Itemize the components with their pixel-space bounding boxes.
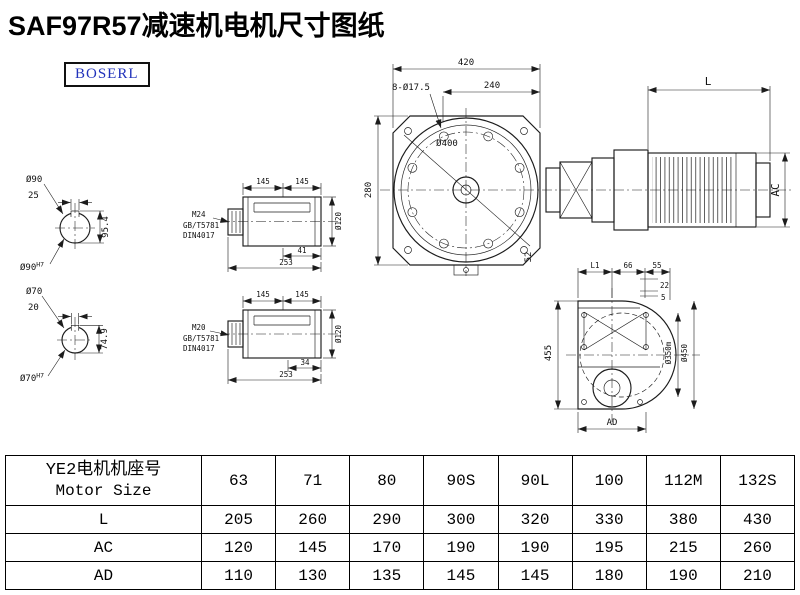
- dim-value-cell: 380: [645, 505, 721, 534]
- dim-52-label: 52: [524, 252, 534, 263]
- motor-size-label-en: Motor Size: [55, 481, 152, 500]
- dim-value-cell: 130: [275, 561, 351, 590]
- shaft-end-view-70: Ø70 20 74.9 Ø70H7: [20, 286, 110, 384]
- dim-value-cell: 120: [200, 533, 277, 562]
- dim-value-cell: 190: [423, 533, 499, 562]
- dim-74-9-label: 74.9: [100, 328, 110, 350]
- dim-value-cell: 330: [571, 505, 647, 534]
- row-label-AC: AC: [5, 533, 202, 562]
- dim-value-cell: 145: [423, 561, 499, 590]
- dim-d90-label: Ø90: [26, 174, 42, 185]
- bore-d70h7-label: Ø70H7: [20, 372, 44, 385]
- dim-d350-label: Ø350m: [664, 341, 673, 364]
- boserl-logo-text: BOSERL: [75, 66, 139, 82]
- motor-size-label-cn: YE2电机机座号: [45, 461, 162, 481]
- dim-d70-label: Ø70: [26, 286, 42, 297]
- dim-20-label: 20: [28, 303, 39, 313]
- dim-value-cell: 135: [349, 561, 425, 590]
- std-din-top-label: DIN4017: [183, 231, 215, 240]
- dim-value-cell: 430: [719, 505, 796, 534]
- row-label-L: L: [5, 505, 202, 534]
- side-view: L1 66 55 22 5 455 Ø350m Ø450 AD: [544, 261, 700, 433]
- table-header-row: YE2电机机座号 Motor Size 63 71 80 90S 90L 100…: [5, 455, 796, 506]
- dim-22-label: 22: [660, 281, 669, 290]
- dimension-table: YE2电机机座号 Motor Size 63 71 80 90S 90L 100…: [5, 455, 796, 590]
- dim-280-label: 280: [364, 182, 374, 198]
- dim-145b-label: 145: [295, 177, 309, 186]
- dim-L1-label: L1: [590, 261, 599, 270]
- dim-value-cell: 260: [275, 505, 351, 534]
- dim-value-cell: 190: [645, 561, 721, 590]
- size-col-header: 90L: [497, 455, 573, 506]
- std-gb-bottom-label: GB/T5781: [183, 334, 219, 343]
- size-col-header: 90S: [423, 455, 499, 506]
- boserl-logo: BOSERL: [64, 62, 150, 87]
- dim-L-label: L: [705, 75, 712, 88]
- dim-5-label: 5: [661, 293, 666, 302]
- holes-label: 8-Ø17.5: [392, 82, 430, 93]
- dim-d120-top-label: Ø120: [334, 211, 343, 230]
- dim-value-cell: 290: [349, 505, 425, 534]
- dim-value-cell: 320: [497, 505, 573, 534]
- dim-value-cell: 195: [571, 533, 647, 562]
- table-row-L: L 205 260 290 300 320 330 380 430: [5, 505, 796, 534]
- dim-66-label: 66: [623, 261, 633, 270]
- table-row-AD: AD 110 130 135 145 145 180 190 210: [5, 561, 796, 590]
- dim-value-cell: 145: [497, 561, 573, 590]
- dim-value-cell: 210: [719, 561, 796, 590]
- dim-value-cell: 260: [719, 533, 796, 562]
- dim-455-label: 455: [544, 345, 554, 361]
- dim-34-label: 34: [300, 358, 310, 367]
- dim-145a-b-label: 145: [256, 290, 270, 299]
- motor-fins: [652, 157, 734, 223]
- dim-d120-bottom-label: Ø120: [334, 324, 343, 343]
- dim-value-cell: 215: [645, 533, 721, 562]
- size-col-header: 132S: [719, 455, 796, 506]
- thread-m20-label: M20: [192, 323, 206, 332]
- table-row-AC: AC 120 145 170 190 190 195 215 260: [5, 533, 796, 562]
- size-col-header: 71: [275, 455, 351, 506]
- dim-253-top-label: 253: [279, 258, 293, 267]
- dim-value-cell: 110: [200, 561, 277, 590]
- technical-drawing: 420 240 8-Ø17.5 Ø400 280 52: [20, 58, 792, 433]
- shaft-detail-bottom: 145 145 Ø120 M20 GB/T5781 DIN4017 34 253: [183, 290, 343, 384]
- dim-420-label: 420: [458, 58, 474, 68]
- front-view: 420 240 8-Ø17.5 Ø400 280 52: [364, 58, 541, 276]
- dim-value-cell: 205: [200, 505, 277, 534]
- size-col-header: 112M: [645, 455, 721, 506]
- bore-d90h7-label: Ø90H7: [20, 261, 44, 274]
- std-gb-top-label: GB/T5781: [183, 221, 219, 230]
- motor-view: L AC: [545, 75, 790, 231]
- row-label-AD: AD: [5, 561, 202, 590]
- dim-AD-label: AD: [607, 418, 618, 428]
- dim-value-cell: 300: [423, 505, 499, 534]
- shaft-detail-top: 145 145 Ø120 M24 GB/T5781 DIN4017 41 253: [183, 177, 343, 272]
- dim-240-label: 240: [484, 81, 500, 91]
- size-col-header: 100: [571, 455, 647, 506]
- std-din-bottom-label: DIN4017: [183, 344, 215, 353]
- dim-41-label: 41: [297, 246, 306, 255]
- dim-25-label: 25: [28, 191, 39, 201]
- dim-value-cell: 145: [275, 533, 351, 562]
- dim-value-cell: 190: [497, 533, 573, 562]
- dim-55-label: 55: [652, 261, 661, 270]
- dim-145a-label: 145: [256, 177, 270, 186]
- dim-253-bottom-label: 253: [279, 370, 293, 379]
- shaft-end-view-90: Ø90 25 95.4 Ø90H7: [20, 174, 111, 273]
- dim-145b-b-label: 145: [295, 290, 309, 299]
- motor-size-header-cell: YE2电机机座号 Motor Size: [5, 455, 202, 506]
- size-col-header: 63: [200, 455, 277, 506]
- thread-m24-label: M24: [192, 210, 206, 219]
- dim-95-4-label: 95.4: [101, 216, 111, 238]
- dim-value-cell: 180: [571, 561, 647, 590]
- page-title: SAF97R57减速机电机尺寸图纸: [8, 11, 385, 41]
- dim-AC-label: AC: [769, 183, 782, 196]
- size-col-header: 80: [349, 455, 425, 506]
- dim-d450-label: Ø450: [680, 343, 689, 362]
- dim-value-cell: 170: [349, 533, 425, 562]
- dim-d400-label: Ø400: [436, 138, 458, 149]
